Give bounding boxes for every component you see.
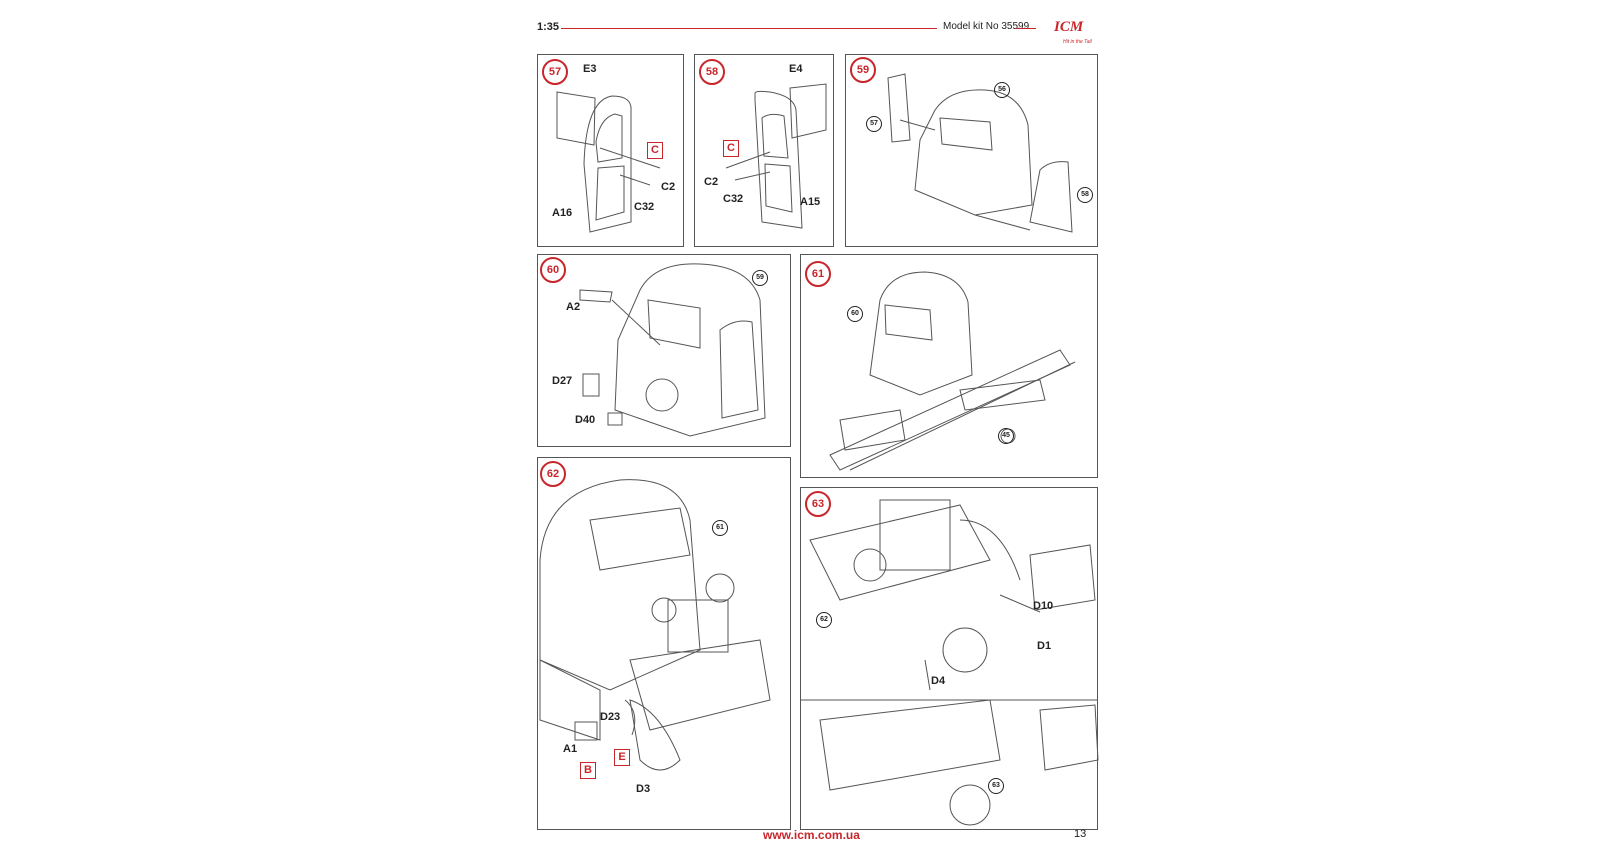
step-reference: 45 [998, 428, 1014, 444]
step-60-number: 60 [540, 257, 566, 283]
icm-logo-tagline: Hit in the Tail [1063, 39, 1092, 45]
step-57-number: 57 [542, 59, 568, 85]
step-61-panel [800, 254, 1098, 478]
step-reference: 56 [994, 82, 1010, 98]
step-62-panel [537, 457, 791, 830]
paint-marker: C [647, 142, 663, 159]
part-label: D23 [600, 711, 621, 723]
step-reference: 59 [752, 270, 768, 286]
step-63-panel [800, 487, 1098, 830]
front-axle-drawing [800, 499, 1099, 826]
engine-install-drawing [539, 479, 771, 771]
header-rule-short [1016, 28, 1036, 29]
step-59-number: 59 [850, 57, 876, 83]
step-63-number: 63 [805, 491, 831, 517]
part-label: C32 [723, 193, 744, 205]
step-61-number: 61 [805, 261, 831, 287]
header-rule [561, 28, 937, 29]
part-label: A15 [800, 196, 821, 208]
part-label: C32 [634, 201, 655, 213]
part-label: A1 [563, 743, 578, 755]
kit-number: Model kit No 35599 [943, 21, 1030, 32]
website-link[interactable]: www.icm.com.ua [763, 828, 860, 842]
cab-front-drawing [579, 263, 766, 437]
part-label: D1 [1037, 640, 1052, 652]
door-left-drawing [556, 91, 661, 233]
chassis-drawing [829, 271, 1076, 471]
step-60-panel [537, 254, 791, 447]
part-label: C2 [661, 181, 676, 193]
step-57-panel [537, 54, 684, 247]
door-right-drawing [725, 83, 827, 229]
step-reference: 61 [712, 520, 728, 536]
part-label: D3 [636, 783, 651, 795]
part-label: D10 [1033, 600, 1054, 612]
paint-marker: B [580, 762, 596, 779]
step-reference: 62 [816, 612, 832, 628]
icm-logo: ICM [1054, 19, 1084, 35]
cab-assembly-drawing [887, 73, 1073, 233]
step-59-panel [845, 54, 1098, 247]
part-label: E4 [789, 63, 803, 75]
part-label: D4 [931, 675, 946, 687]
step-reference: 57 [866, 116, 882, 132]
step-58-number: 58 [699, 59, 725, 85]
step-reference: 60 [847, 306, 863, 322]
part-label: C2 [704, 176, 719, 188]
step-reference: 58 [1077, 187, 1093, 203]
paint-marker: E [614, 749, 630, 766]
step-reference: 63 [988, 778, 1004, 794]
part-label: A2 [566, 301, 581, 313]
step-62-number: 62 [540, 461, 566, 487]
page-number: 13 [1074, 828, 1087, 840]
part-label: D40 [575, 414, 596, 426]
part-label: E3 [583, 63, 597, 75]
paint-marker: C [723, 140, 739, 157]
part-label: A16 [552, 207, 573, 219]
scale-label: 1:35 [537, 21, 560, 33]
part-label: D27 [552, 375, 573, 387]
